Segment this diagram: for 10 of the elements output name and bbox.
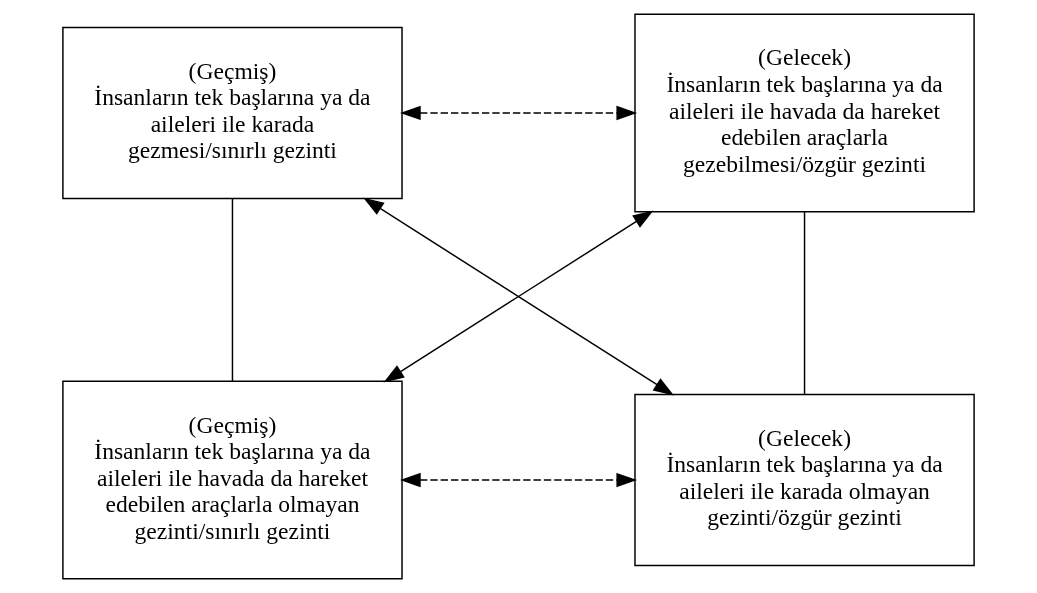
connector — [803, 211, 806, 396]
arrow — [400, 105, 638, 121]
node-box: (Gelecek) İnsanların tek başlarına ya da aileleri ile karada olmayan gezinti/özgür gezinti — [634, 393, 975, 567]
connector — [231, 198, 234, 382]
node-box: (Geçmiş) İnsanların tek başlarına ya da aileleri ile havada da hareket edebilen araçlarla olmayan gezinti/sınırlı gezinti — [62, 380, 403, 580]
arrow — [383, 210, 654, 383]
node-box: (Geçmiş) İnsanların tek başlarına ya da aileleri ile karada gezmesi/sınırlı gezinti — [62, 26, 403, 200]
node-box: (Gelecek) İnsanların tek başlarına ya da aileleri ile havada da hareket edebilen araçlarla gezebilmesi/özgür gezinti — [634, 13, 975, 213]
arrow — [400, 472, 638, 488]
arrow — [363, 197, 674, 396]
